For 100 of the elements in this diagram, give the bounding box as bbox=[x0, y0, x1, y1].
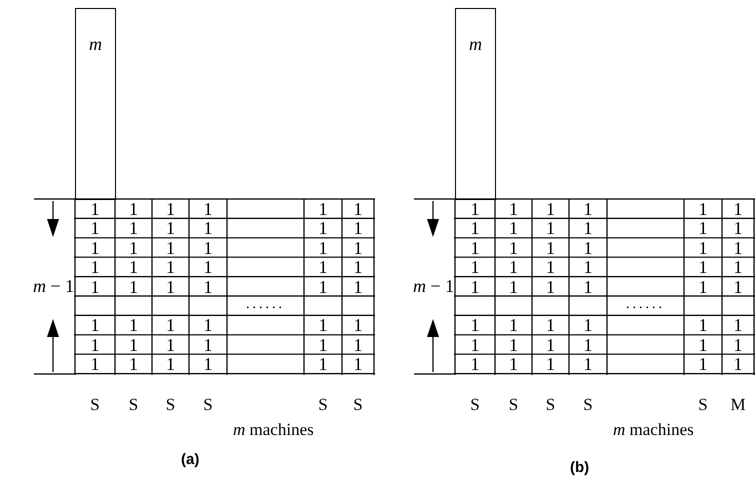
cell-value: 1 bbox=[128, 238, 139, 257]
cell-value: 1 bbox=[202, 200, 214, 218]
cell-value: 1 bbox=[165, 200, 176, 218]
cell-value: 1 bbox=[202, 258, 214, 276]
cell-value: 1 bbox=[202, 355, 214, 374]
cell-value: 1 bbox=[698, 219, 708, 238]
cell-value: 1 bbox=[318, 336, 328, 354]
cell-value: 1 bbox=[352, 355, 364, 374]
cell-value: 1 bbox=[732, 355, 744, 374]
cell-value: 1 bbox=[545, 238, 556, 257]
machine-type-label: S bbox=[508, 396, 520, 413]
dimension-label: m − 1 bbox=[33, 277, 74, 295]
cell-value: 1 bbox=[90, 336, 100, 354]
cell-value: 1 bbox=[698, 355, 708, 374]
cell-value: 1 bbox=[128, 316, 139, 334]
cell-value: 1 bbox=[165, 355, 176, 374]
cell-value: 1 bbox=[165, 278, 176, 296]
panel-caption: (a) bbox=[181, 452, 200, 467]
cell-value: 1 bbox=[318, 238, 328, 257]
machine-type-label: M bbox=[729, 396, 747, 413]
cell-value: 1 bbox=[470, 355, 480, 374]
cell-value: 1 bbox=[582, 219, 594, 238]
cell-value: 1 bbox=[732, 336, 744, 354]
cell-value: 1 bbox=[318, 278, 328, 296]
cell-value: 1 bbox=[545, 258, 556, 276]
axis-label: m machines bbox=[613, 421, 694, 438]
cell-value: 1 bbox=[582, 258, 594, 276]
cell-value: 1 bbox=[545, 336, 556, 354]
cell-value: 1 bbox=[90, 200, 100, 218]
machine-type-label: S bbox=[202, 396, 214, 413]
cell-value: 1 bbox=[732, 278, 744, 296]
cell-value: 1 bbox=[202, 336, 214, 354]
cell-value: 1 bbox=[165, 238, 176, 257]
cell-value: 1 bbox=[318, 258, 328, 276]
cell-value: 1 bbox=[698, 258, 708, 276]
cell-value: 1 bbox=[202, 278, 214, 296]
cell-value: 1 bbox=[582, 278, 594, 296]
cell-value: 1 bbox=[732, 238, 744, 257]
cell-value: 1 bbox=[545, 316, 556, 334]
cell-value: 1 bbox=[508, 316, 519, 334]
cell-value: 1 bbox=[128, 200, 139, 218]
cell-value: 1 bbox=[470, 316, 480, 334]
cell-value: 1 bbox=[90, 355, 100, 374]
cell-value: 1 bbox=[582, 316, 594, 334]
cell-value: 1 bbox=[128, 219, 139, 238]
cell-value: 1 bbox=[352, 200, 364, 218]
machine-type-label: S bbox=[697, 396, 709, 413]
cell-value: 1 bbox=[128, 355, 139, 374]
cell-value: 1 bbox=[90, 219, 100, 238]
cell-value: 1 bbox=[732, 219, 744, 238]
cell-value: 1 bbox=[508, 278, 519, 296]
cell-value: 1 bbox=[545, 355, 556, 374]
cell-value: 1 bbox=[508, 200, 519, 218]
cell-value: 1 bbox=[470, 278, 480, 296]
cell-value: 1 bbox=[90, 238, 100, 257]
cell-value: 1 bbox=[698, 336, 708, 354]
cell-value: 1 bbox=[508, 219, 519, 238]
cell-value: 1 bbox=[470, 336, 480, 354]
cell-value: 1 bbox=[352, 336, 364, 354]
cell-value: 1 bbox=[732, 316, 744, 334]
cell-value: 1 bbox=[165, 219, 176, 238]
cell-value: 1 bbox=[202, 238, 214, 257]
machine-type-label: S bbox=[164, 396, 176, 413]
machine-type-label: S bbox=[469, 396, 481, 413]
cell-value: 1 bbox=[128, 278, 139, 296]
cell-value: 1 bbox=[128, 336, 139, 354]
cell-value: 1 bbox=[470, 238, 480, 257]
cell-value: 1 bbox=[698, 278, 708, 296]
cell-value: 1 bbox=[582, 238, 594, 257]
axis-label: m machines bbox=[233, 421, 314, 438]
ellipsis: ...... bbox=[245, 298, 286, 312]
box-label: m bbox=[89, 35, 102, 56]
cell-value: 1 bbox=[90, 278, 100, 296]
cell-value: 1 bbox=[90, 316, 100, 334]
dimension-label: m − 1 bbox=[413, 277, 454, 295]
cell-value: 1 bbox=[318, 219, 328, 238]
cell-value: 1 bbox=[470, 219, 480, 238]
cell-value: 1 bbox=[732, 258, 744, 276]
cell-value: 1 bbox=[352, 316, 364, 334]
cell-value: 1 bbox=[90, 258, 100, 276]
tall-box bbox=[455, 8, 496, 200]
cell-value: 1 bbox=[318, 355, 328, 374]
cell-value: 1 bbox=[508, 238, 519, 257]
cell-value: 1 bbox=[352, 238, 364, 257]
cell-value: 1 bbox=[508, 258, 519, 276]
cell-value: 1 bbox=[202, 219, 214, 238]
cell-value: 1 bbox=[318, 200, 328, 218]
cell-value: 1 bbox=[732, 200, 744, 218]
machine-type-label: S bbox=[544, 396, 556, 413]
cell-value: 1 bbox=[165, 336, 176, 354]
cell-value: 1 bbox=[508, 355, 519, 374]
machine-type-label: S bbox=[128, 396, 140, 413]
cell-value: 1 bbox=[352, 219, 364, 238]
cell-value: 1 bbox=[165, 258, 176, 276]
machine-type-label: S bbox=[582, 396, 594, 413]
cell-value: 1 bbox=[545, 200, 556, 218]
cell-value: 1 bbox=[698, 200, 708, 218]
cell-value: 1 bbox=[165, 316, 176, 334]
cell-value: 1 bbox=[582, 355, 594, 374]
panel-caption: (b) bbox=[570, 460, 590, 475]
